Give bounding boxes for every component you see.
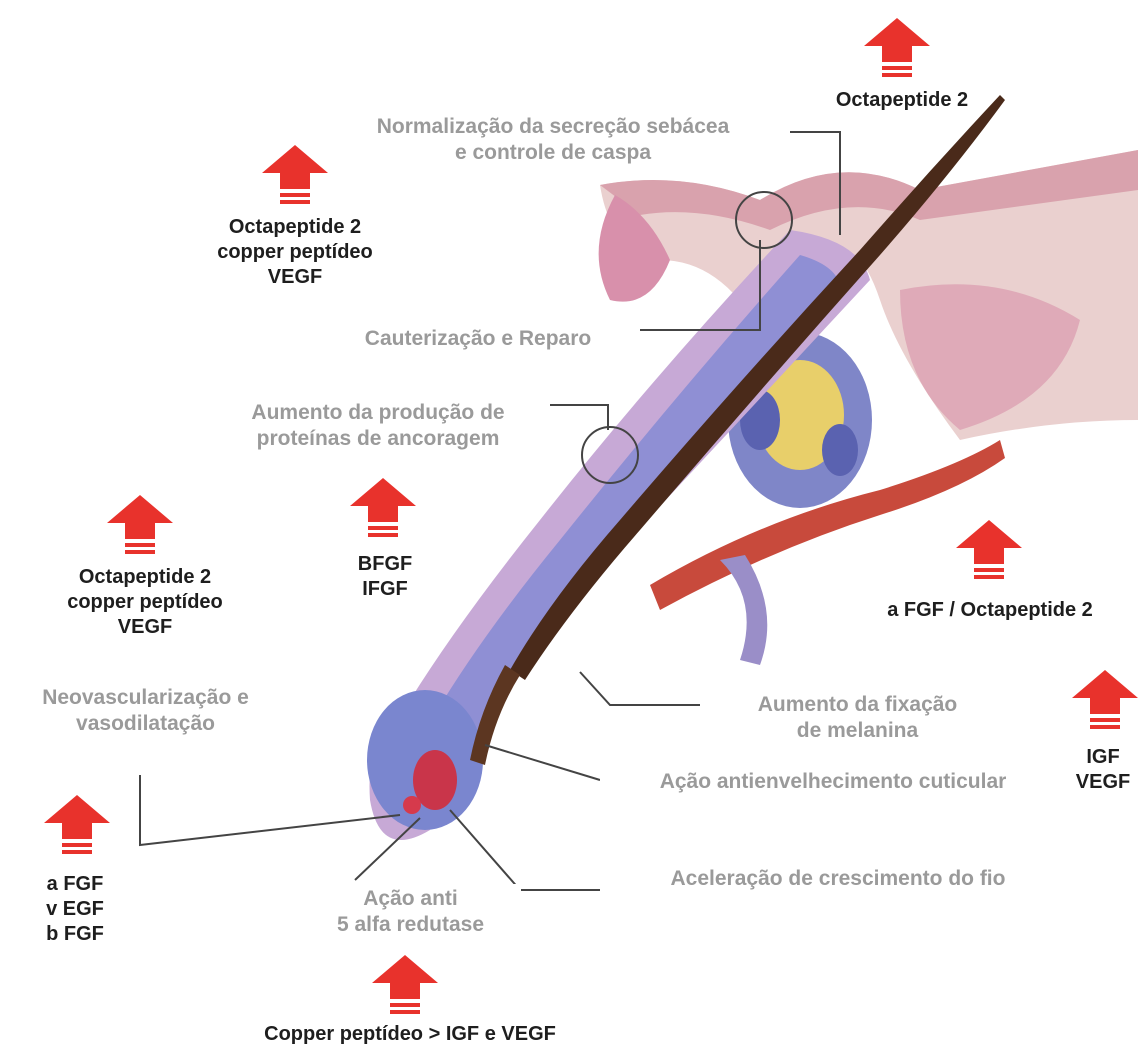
arrow-left-upper <box>262 145 328 205</box>
leader-aceleracao <box>450 810 600 890</box>
arrow-igf-right <box>1072 670 1138 730</box>
label-cauterizacao: Cauterização e Reparo <box>325 324 631 354</box>
label-octapeptide-top: Octapeptide 2 <box>812 88 992 113</box>
arrow-octapeptide-top <box>864 18 930 78</box>
arrow-afgf-right <box>956 520 1022 580</box>
label-left-lower-group: a FGF v EGF b FGF <box>20 872 130 947</box>
leader-neovascular <box>140 775 400 845</box>
label-aumento-melanina: Aumento da fixação de melanina <box>712 690 1003 747</box>
label-left-middle-group: Octapeptide 2 copper peptídeo VEGF <box>40 565 250 640</box>
leader-proteinas <box>550 405 608 430</box>
leader-melanina <box>580 672 700 705</box>
label-aumento-proteinas: Aumento da produção de proteínas de anco… <box>210 398 546 455</box>
label-aceleracao: Aceleração de crescimento do fio <box>620 864 1056 894</box>
label-afgf-octapeptide: a FGF / Octapeptide 2 <box>860 598 1120 623</box>
arrow-left-middle <box>107 495 173 555</box>
label-acao-anti: Ação anti 5 alfa redutase <box>300 884 521 941</box>
arrow-bfgf <box>350 478 416 538</box>
label-bottom: Copper peptídeo > IGF e VEGF <box>200 1022 620 1047</box>
label-normalizacao: Normalização da secreção sebácea e contr… <box>330 112 776 169</box>
label-igf-vegf: IGF VEGF <box>1068 745 1138 795</box>
label-acao-antienvelhecimento: Ação antienvelhecimento cuticular <box>600 767 1066 797</box>
label-bfgf-group: BFGF IFGF <box>330 552 440 602</box>
arrow-bottom <box>372 955 438 1015</box>
arrow-left-lower <box>44 795 110 855</box>
label-neovascularizacao: Neovascularização e vasodilatação <box>0 683 291 740</box>
leader-antienvelhecimento <box>485 745 600 780</box>
label-left-upper-group: Octapeptide 2 copper peptídeo VEGF <box>190 215 400 290</box>
